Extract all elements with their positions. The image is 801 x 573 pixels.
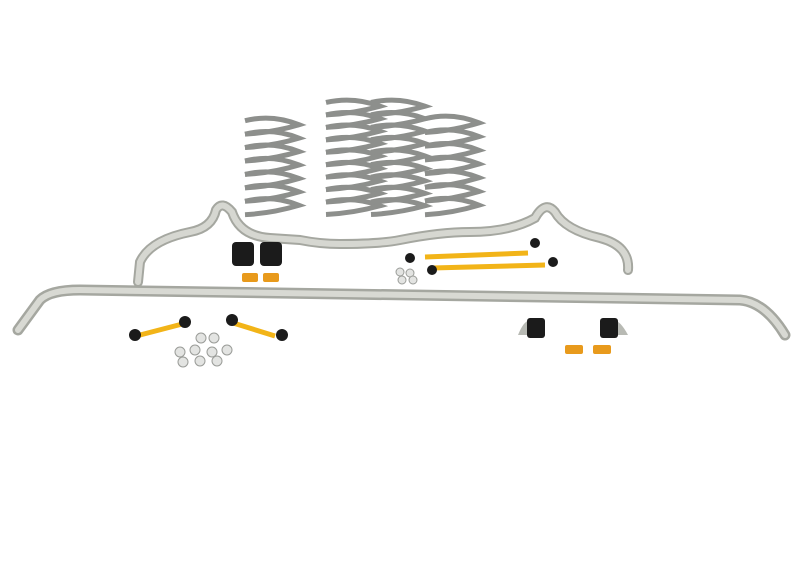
rear-end-links (129, 314, 288, 341)
coil-spring (424, 113, 487, 218)
spring-coil (244, 196, 307, 218)
spring-coil (325, 197, 389, 217)
washers-and-nuts (174, 267, 418, 368)
spring-coil (370, 197, 434, 217)
coil-springs (244, 97, 487, 218)
coil-spring (325, 97, 389, 217)
rear-bushings (518, 318, 628, 354)
spring-coil (424, 195, 487, 218)
front-bushings (232, 242, 282, 282)
front-end-links (405, 238, 558, 275)
coil-spring (244, 115, 307, 218)
